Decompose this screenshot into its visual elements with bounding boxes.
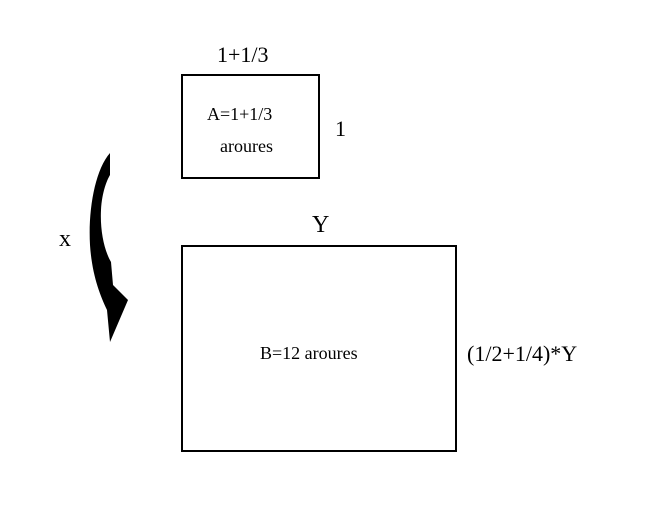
rect-a xyxy=(181,74,320,179)
rect-b-height-label: (1/2+1/4)*Y xyxy=(467,341,578,366)
rect-b-width-label: Y xyxy=(312,212,330,238)
rect-b xyxy=(181,245,457,452)
rect-a-area-label: A=1+1/3 xyxy=(207,104,273,124)
rect-a-height-label: 1 xyxy=(335,116,346,141)
arrow-label: x xyxy=(59,226,71,252)
rect-a-width-label: 1+1/3 xyxy=(217,42,269,67)
rect-a-area-unit: aroures xyxy=(220,136,273,156)
rect-b-area-label: B=12 aroures xyxy=(260,343,358,363)
